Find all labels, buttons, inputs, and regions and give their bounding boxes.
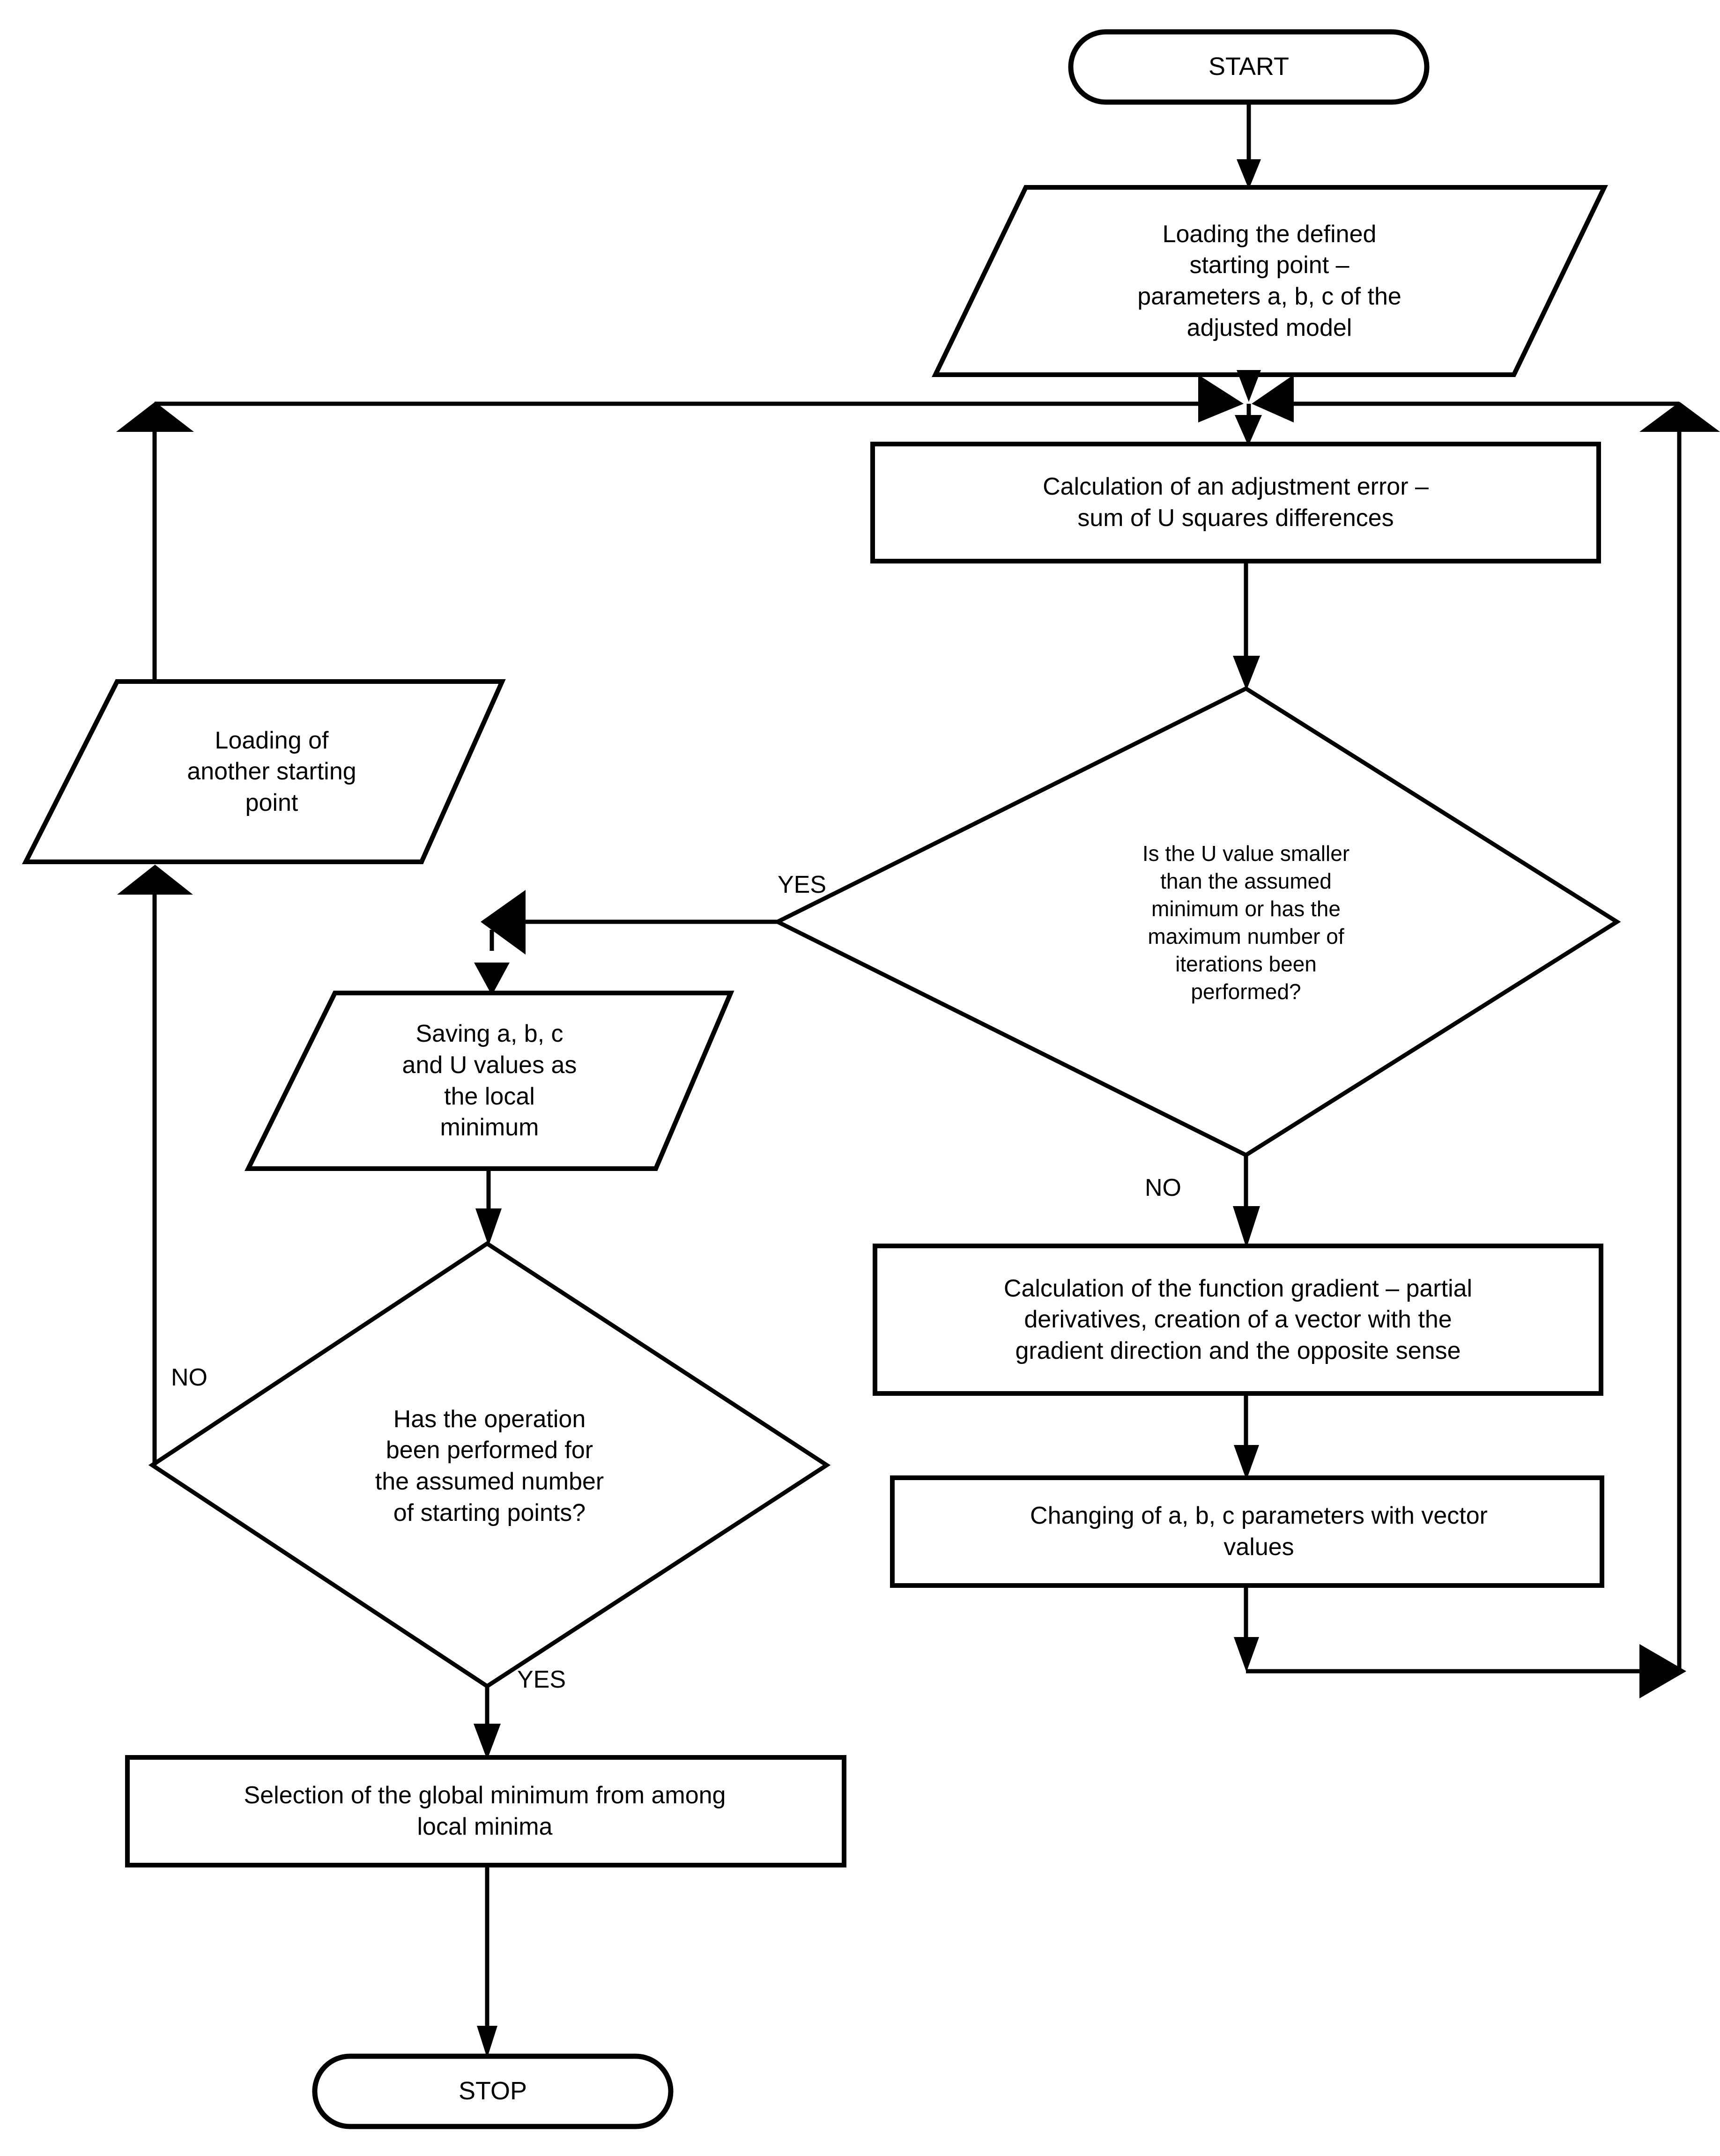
load-another-point-shape [22,679,506,864]
arrowhead-merge-from-right [1252,375,1294,422]
arrowhead-into-calc-error [1235,415,1262,446]
arrowhead-into-decision-u [1233,656,1260,690]
arrowhead-into-change-params [1234,1445,1259,1480]
calc-gradient-shape [873,1244,1603,1396]
arrowhead-into-save [474,963,510,995]
save-local-min-shape [244,991,734,1171]
edge-label-no-u: NO [1145,1174,1181,1201]
decision-u-shape [772,686,1621,1158]
arrowhead-loop-up-right [1639,402,1720,432]
arrowhead-into-another-start [117,865,193,895]
arrowhead-load-to-merge [1237,370,1261,402]
arrowhead-into-load-start [1237,159,1261,189]
calc-error-shape [870,442,1601,563]
arrowhead-into-decision-points [475,1208,502,1246]
decision-points-shape [148,1241,831,1689]
edge-label-no-points: NO [171,1364,208,1391]
change-params-shape [890,1475,1604,1588]
start-terminal-shape [1068,29,1430,105]
arrowhead-into-gradient [1233,1206,1260,1248]
arrowhead-yes-left [481,890,526,955]
edge-label-yes-points: YES [517,1666,566,1693]
arrowhead-loop-right [1639,1644,1686,1698]
select-global-min-shape [125,1755,846,1867]
arrowhead-loop-down-turn [1234,1637,1259,1672]
edge-label-yes-u: YES [778,871,827,898]
arrowhead-left-loop-up [116,402,194,432]
load-start-point-shape [932,185,1608,377]
arrowhead-into-global-min [474,1724,501,1760]
arrowhead-merge-from-left [1198,375,1244,422]
arrowhead-into-stop [477,2026,497,2058]
stop-terminal-shape [312,2053,674,2129]
